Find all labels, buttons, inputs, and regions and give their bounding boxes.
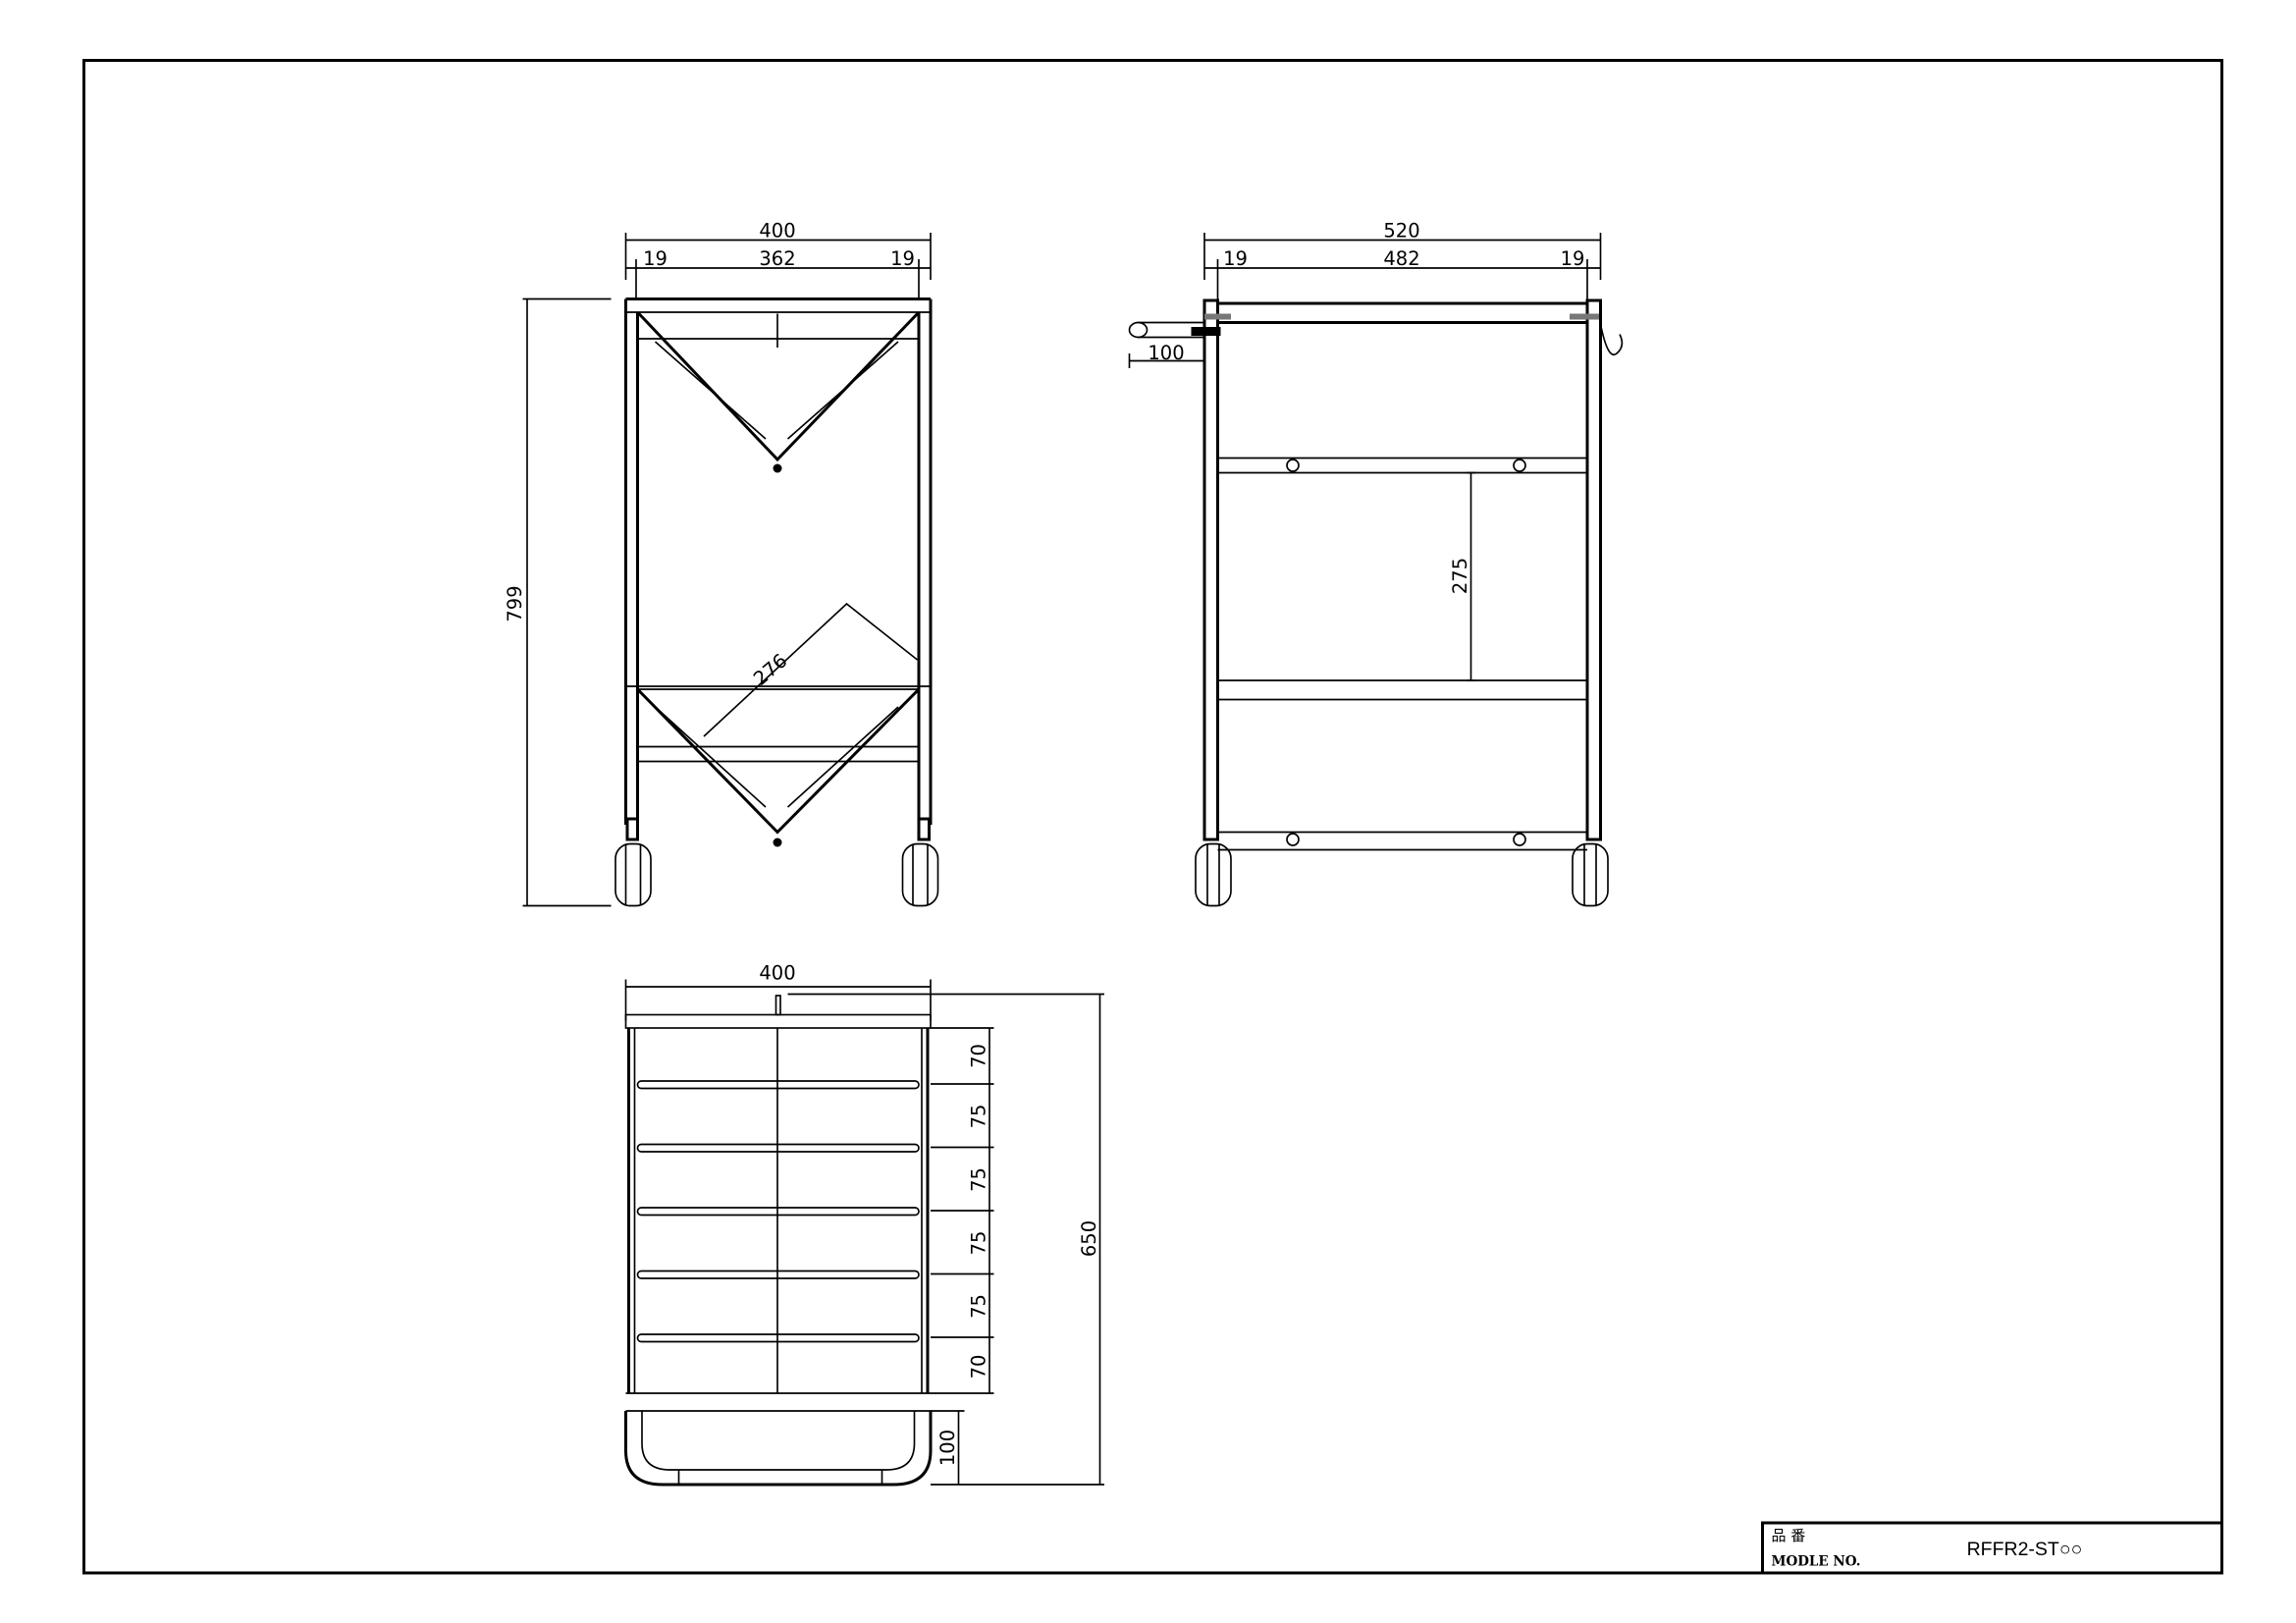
plan-width-dim: 400 <box>759 962 795 985</box>
front-width-dim: 400 <box>759 220 795 243</box>
side-length-dim: 520 <box>1383 220 1419 243</box>
plan-spacing-2: 75 <box>968 1105 990 1129</box>
plan-spacing-1: 70 <box>968 1044 990 1068</box>
front-left-leg-dim: 19 <box>643 247 667 270</box>
plan-spacing-4: 75 <box>968 1231 990 1256</box>
side-left-leg-dim: 19 <box>1223 247 1248 270</box>
base-height-dim: 100 <box>936 1430 959 1466</box>
side-view: 520 19 482 19 100 275 <box>1128 220 1624 907</box>
front-right-leg-dim: 19 <box>890 247 915 270</box>
front-view: 400 19 362 19 799 276 <box>504 220 939 907</box>
front-inner-width-dim: 362 <box>759 247 795 270</box>
plan-spacing-5: 75 <box>968 1294 990 1319</box>
model-number: RFFR2-ST○○ <box>1967 1539 2083 1560</box>
side-inner-length-dim: 482 <box>1383 247 1419 270</box>
front-height-dim: 799 <box>504 585 526 622</box>
plan-depth-dim: 650 <box>1078 1220 1100 1257</box>
shelf-spacing-dim: 275 <box>1449 558 1471 594</box>
plan-view: 400 70 75 75 75 75 70 100 650 <box>624 962 1105 1487</box>
title-block: 品 番 MODLE NO. RFFR2-ST○○ <box>1761 1521 2224 1575</box>
plan-spacing-3: 75 <box>968 1167 990 1192</box>
side-right-leg-dim: 19 <box>1561 247 1585 270</box>
handle-length-dim: 100 <box>1148 342 1184 364</box>
plan-spacing-6: 70 <box>968 1355 990 1380</box>
title-label-jp: 品 番 <box>1772 1527 1806 1544</box>
front-diagonal-dim: 276 <box>749 649 791 690</box>
title-label-en: MODLE NO. <box>1772 1554 1861 1570</box>
sheet-border <box>82 59 2224 1575</box>
